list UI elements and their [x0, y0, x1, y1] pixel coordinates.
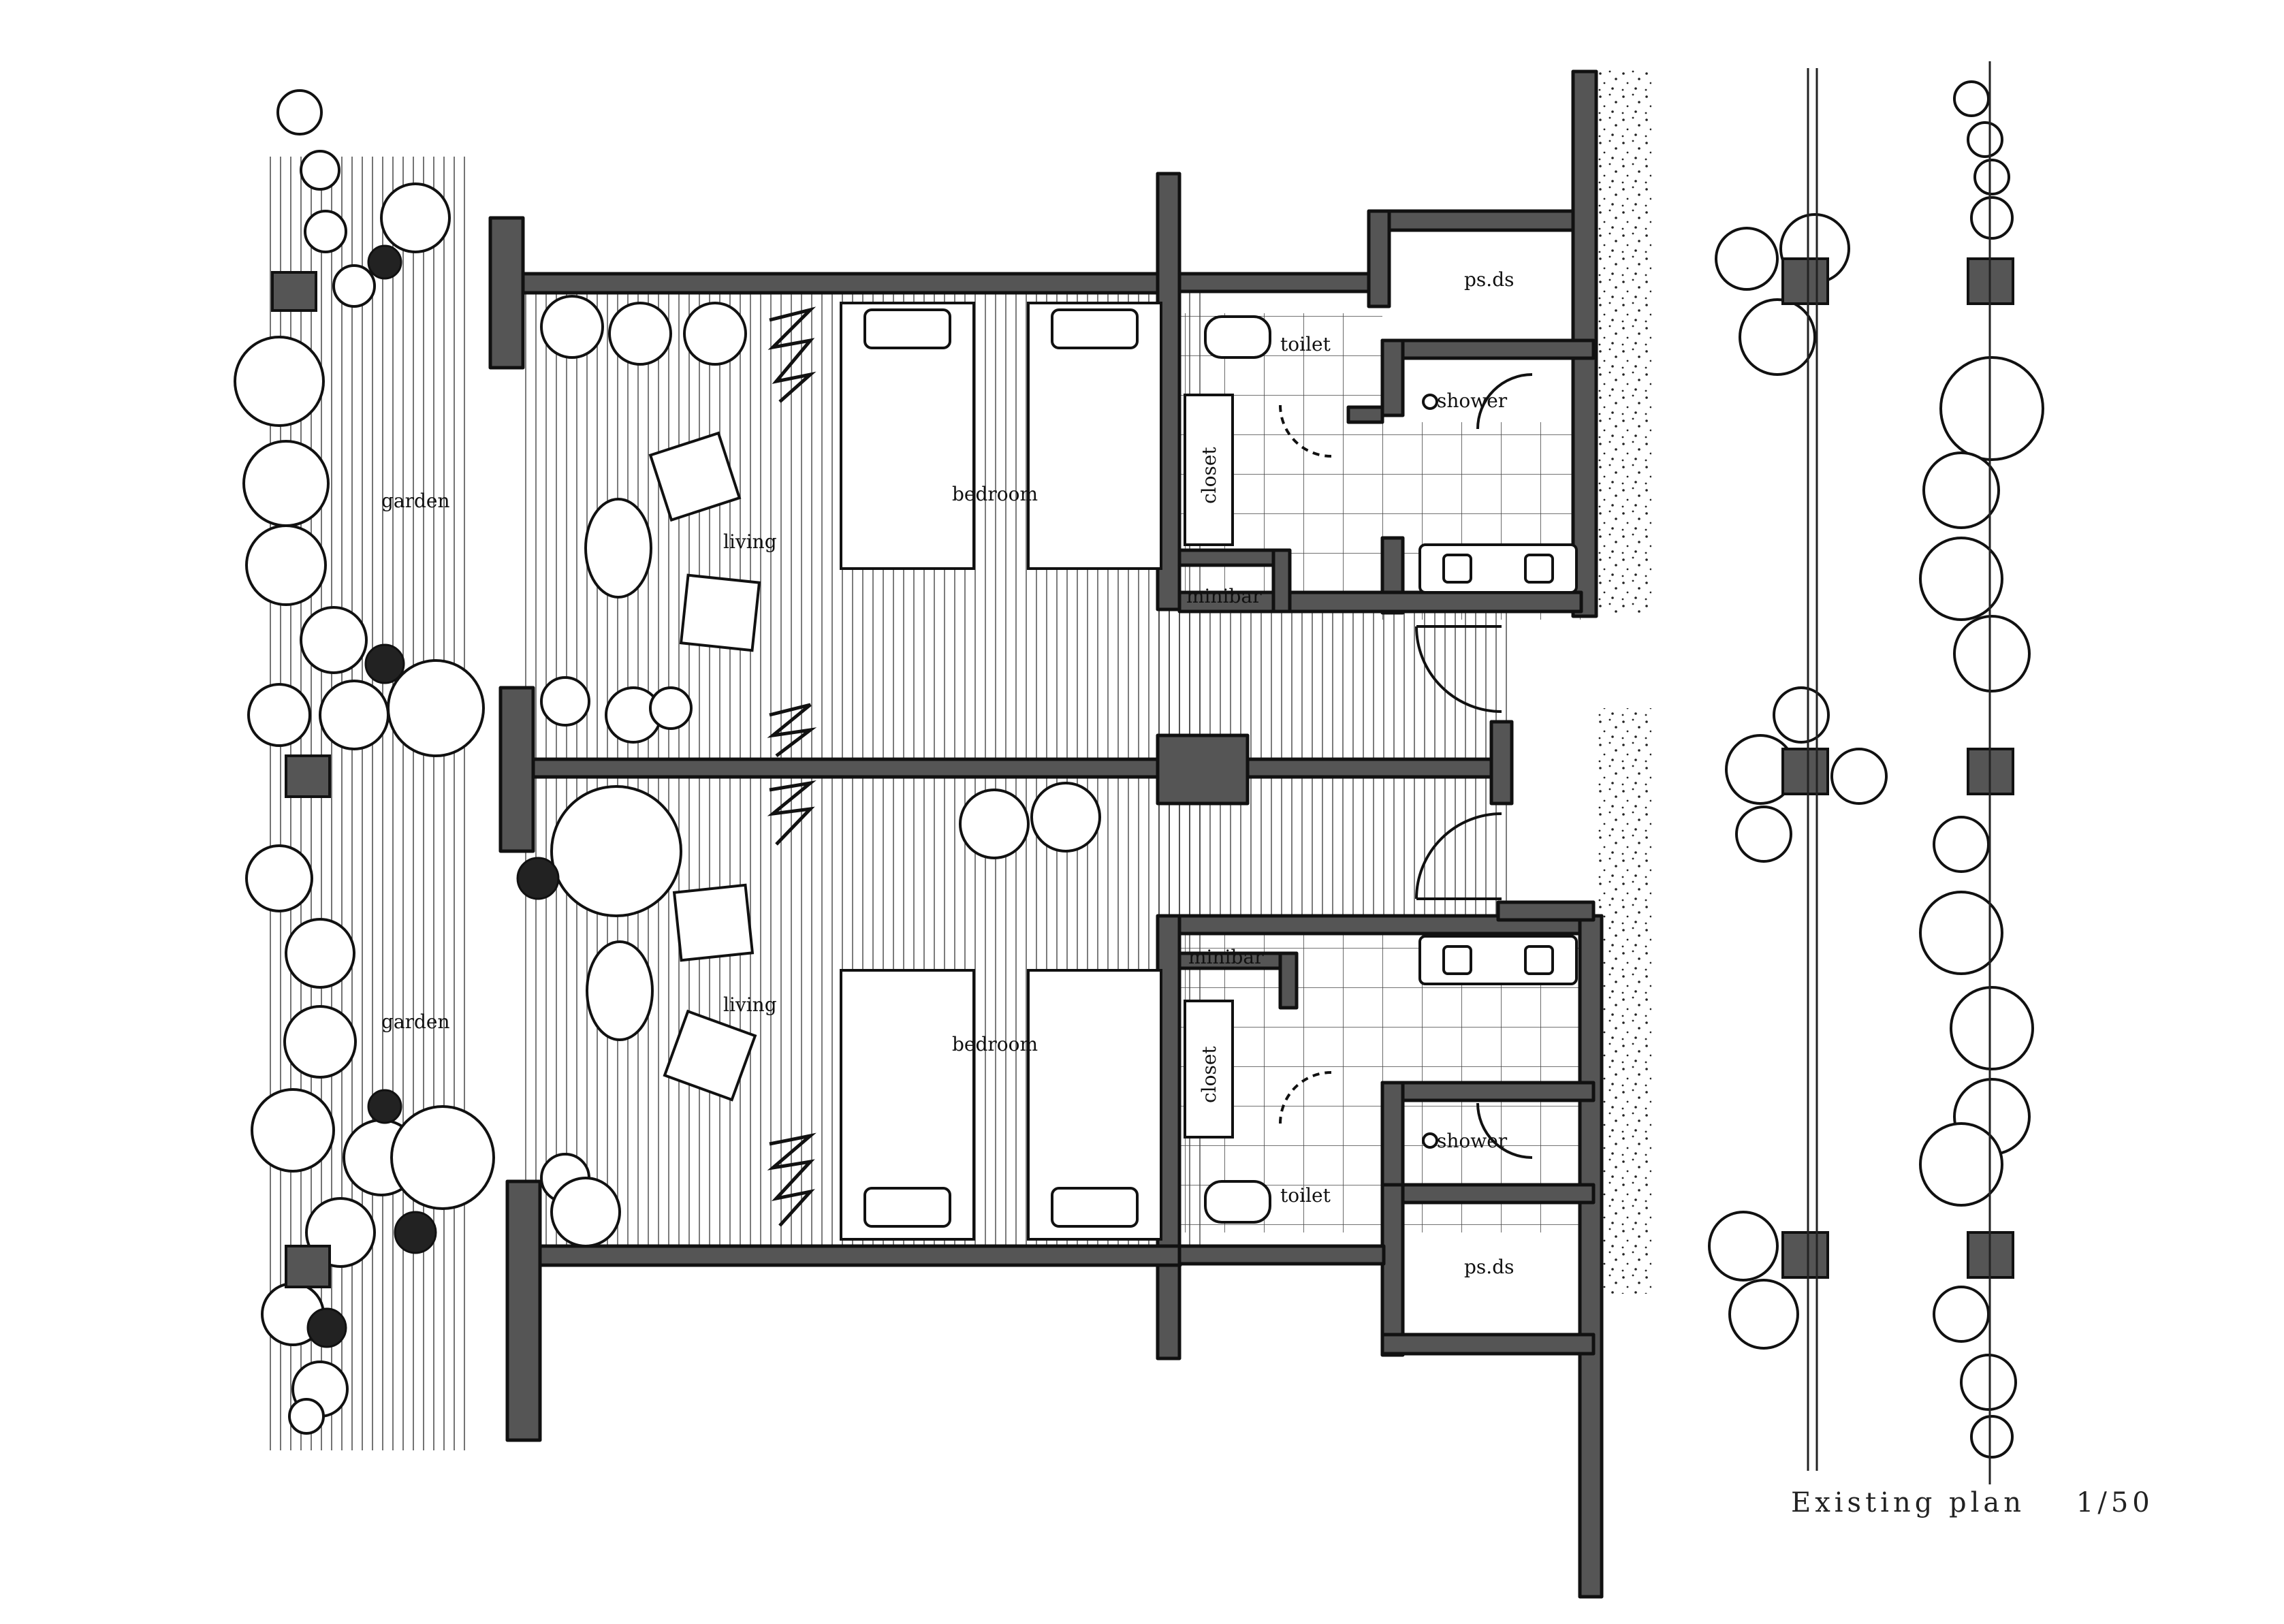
entry-door: [1415, 812, 1502, 900]
plan-scale: 1/50: [2076, 1487, 2154, 1518]
room-labels-upper: garden living bedroom toilet shower ps.d…: [381, 268, 1514, 607]
label-toilet: toilet: [1280, 333, 1331, 355]
entry-door: [1415, 625, 1502, 713]
stipple-planting: [1597, 68, 1651, 1294]
label-living: living: [723, 530, 777, 553]
label-closet: closet: [1198, 447, 1220, 504]
label-toilet: toilet: [1280, 1184, 1331, 1207]
label-psds: ps.ds: [1464, 1256, 1514, 1278]
armchair: [663, 1009, 757, 1102]
toilet-bowl: [1204, 1180, 1271, 1224]
plan-title: Existing plan: [1791, 1487, 2026, 1518]
walkway-rails: [1807, 61, 1991, 1484]
closet-unit: [1184, 1000, 1234, 1139]
label-garden: garden: [381, 1010, 450, 1033]
coffee-table: [586, 940, 654, 1041]
doors: [1279, 373, 1533, 1159]
beds: [840, 302, 1162, 1241]
armchair: [648, 431, 742, 522]
plan-caption: Existing plan 1/50: [1791, 1487, 2159, 1518]
label-closet: closet: [1198, 1046, 1220, 1103]
armchair: [672, 883, 755, 962]
zigzag-steps: [767, 306, 817, 1227]
room-labels-lower: garden living bedroom toilet shower ps.d…: [381, 946, 1514, 1278]
sanitary-fixtures: [1184, 315, 1578, 1224]
label-garden: garden: [381, 490, 450, 512]
label-living: living: [723, 993, 777, 1016]
toilet-bowl: [1204, 315, 1271, 359]
trees: [234, 80, 2044, 1459]
label-shower: shower: [1437, 1130, 1508, 1152]
armchair: [679, 573, 761, 652]
coffee-table: [584, 498, 652, 599]
label-minibar: minibar: [1188, 946, 1264, 968]
label-minibar: minibar: [1186, 585, 1262, 607]
closet-unit: [1184, 394, 1234, 546]
label-bedroom: bedroom: [952, 483, 1038, 505]
label-psds: ps.ds: [1464, 268, 1514, 291]
walls: [488, 69, 1604, 1599]
label-shower: shower: [1437, 389, 1508, 412]
living-furniture: [584, 431, 761, 1102]
dark-shrubs: [306, 244, 560, 1348]
label-bedroom: bedroom: [952, 1033, 1038, 1055]
